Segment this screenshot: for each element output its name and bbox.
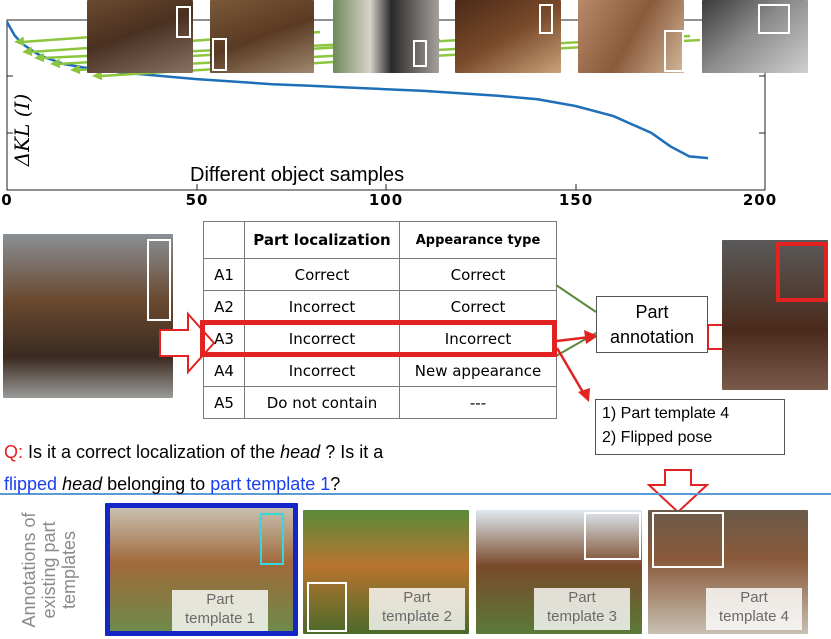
x-tick-label: 0: [1, 191, 13, 209]
red-arrowhead: [584, 330, 598, 344]
table-cell: ---: [399, 386, 557, 419]
part-box: [584, 512, 641, 560]
x-tick-label: 50: [185, 191, 209, 209]
template-label: Part template 2: [369, 588, 465, 630]
sample-photo: [87, 0, 193, 73]
template-label-line: template 4: [718, 608, 790, 625]
question-emph: head: [62, 474, 103, 494]
sample-photo: [333, 0, 439, 73]
question-text-part: ? Is it a: [320, 442, 384, 462]
pointer-arrowhead: [50, 58, 61, 69]
x-axis-label: Different object samples: [190, 164, 405, 186]
table-cell: New appearance: [399, 354, 557, 387]
pointer-arrowhead: [92, 70, 103, 81]
highlight-row-box: [200, 320, 557, 357]
template-label-line: Part: [740, 589, 768, 606]
part-box: [260, 513, 284, 565]
table-header-cell: Appearance type: [399, 221, 557, 259]
series-line: [5, 21, 709, 160]
template-label: Part template 4: [706, 588, 802, 630]
template-label-line: Part: [206, 591, 234, 608]
template-label-line: template 1: [184, 610, 256, 627]
part-box: [307, 582, 347, 632]
part-box: [147, 239, 171, 321]
table-cell: A1: [203, 258, 245, 291]
part-box: [652, 512, 724, 568]
pointer-arrowhead: [70, 64, 81, 75]
part-annotation-line: Part: [635, 302, 669, 322]
x-tick-label: 150: [558, 191, 594, 209]
input-horse-photo: [3, 234, 173, 398]
table-row: A4 Incorrect New appearance: [203, 354, 557, 387]
red-arrow-line: [556, 335, 591, 343]
answer-box: 1) Part template 4 2) Flipped pose: [595, 399, 785, 455]
red-arrowhead: [578, 388, 590, 402]
template-label-line: template 3: [546, 608, 618, 625]
table-cell: A5: [203, 386, 245, 419]
x-tick-label: 200: [742, 191, 778, 209]
table-cell: Correct: [399, 258, 557, 291]
part-annotation-line: annotation: [609, 327, 695, 347]
pointer-arrowhead: [14, 36, 25, 47]
side-label-line: existing part: [39, 521, 59, 619]
template-photo-1: Part template 1: [105, 503, 298, 636]
sample-photo: [578, 0, 684, 73]
template-photo-4: Part template 4: [648, 510, 808, 634]
table-header-cell: Part localization: [244, 221, 400, 259]
bracket-line: [555, 284, 597, 313]
question-emph: head: [280, 442, 321, 462]
side-label-line: Annotations of: [19, 512, 39, 628]
question-blue: part template 1: [210, 474, 331, 494]
table-cell: Incorrect: [244, 354, 400, 387]
table-header-row: Part localization Appearance type: [203, 221, 557, 259]
table-cell: A3: [203, 322, 245, 355]
x-tick-label: 100: [368, 191, 404, 209]
part-box: [212, 38, 227, 71]
table-cell: Correct: [244, 258, 400, 291]
part-box: [758, 4, 790, 34]
red-arrow-line: [555, 347, 586, 395]
side-label: Annotations of existing part templates: [19, 512, 79, 627]
table-cell: Do not contain: [244, 386, 400, 419]
table-row: A1 Correct Correct: [203, 258, 557, 291]
question-prefix: Q:: [4, 442, 24, 462]
question-blue: flipped: [4, 474, 58, 494]
table-header-cell: [203, 221, 245, 259]
sample-photo: [210, 0, 314, 73]
pointer-arrowhead: [22, 46, 33, 57]
question-text-part: Is it a correct localization of the: [23, 442, 281, 462]
sample-photo: [702, 0, 808, 73]
template-label-line: template 2: [381, 608, 453, 625]
pointer-arrowhead: [34, 52, 45, 63]
side-label-line: templates: [59, 530, 79, 610]
block-arrow-down: [646, 469, 710, 514]
question-text: Q: Is it a correct localization of the h…: [4, 436, 474, 500]
part-box: [176, 6, 191, 38]
template-label: Part template 3: [534, 588, 630, 630]
head-box: [776, 242, 828, 302]
part-box: [539, 4, 553, 34]
part-box: [664, 30, 684, 72]
table-row: A5 Do not contain ---: [203, 386, 557, 419]
template-label-line: Part: [403, 589, 431, 606]
template-photo-3: Part template 3: [476, 510, 642, 634]
table-cell: Correct: [399, 290, 557, 323]
curve-layer: [5, 21, 709, 160]
part-box: [413, 40, 427, 67]
template-label-line: Part: [568, 589, 596, 606]
answer-line: 1) Part template 4: [602, 405, 730, 422]
question-text-part: belonging to: [102, 474, 211, 494]
question-text-part: ?: [330, 474, 341, 494]
template-label: Part template 1: [172, 590, 268, 631]
output-horse-photo: [722, 240, 828, 390]
table-cell: A4: [203, 354, 245, 387]
sample-photo: [455, 0, 561, 73]
table-cell: A2: [203, 290, 245, 323]
template-photo-2: Part template 2: [303, 510, 469, 634]
part-annotation-box: Part annotation: [596, 296, 708, 353]
answer-line: 2) Flipped pose: [602, 429, 713, 446]
table-row: A2 Incorrect Correct: [203, 290, 557, 323]
table-cell: Incorrect: [244, 290, 400, 323]
